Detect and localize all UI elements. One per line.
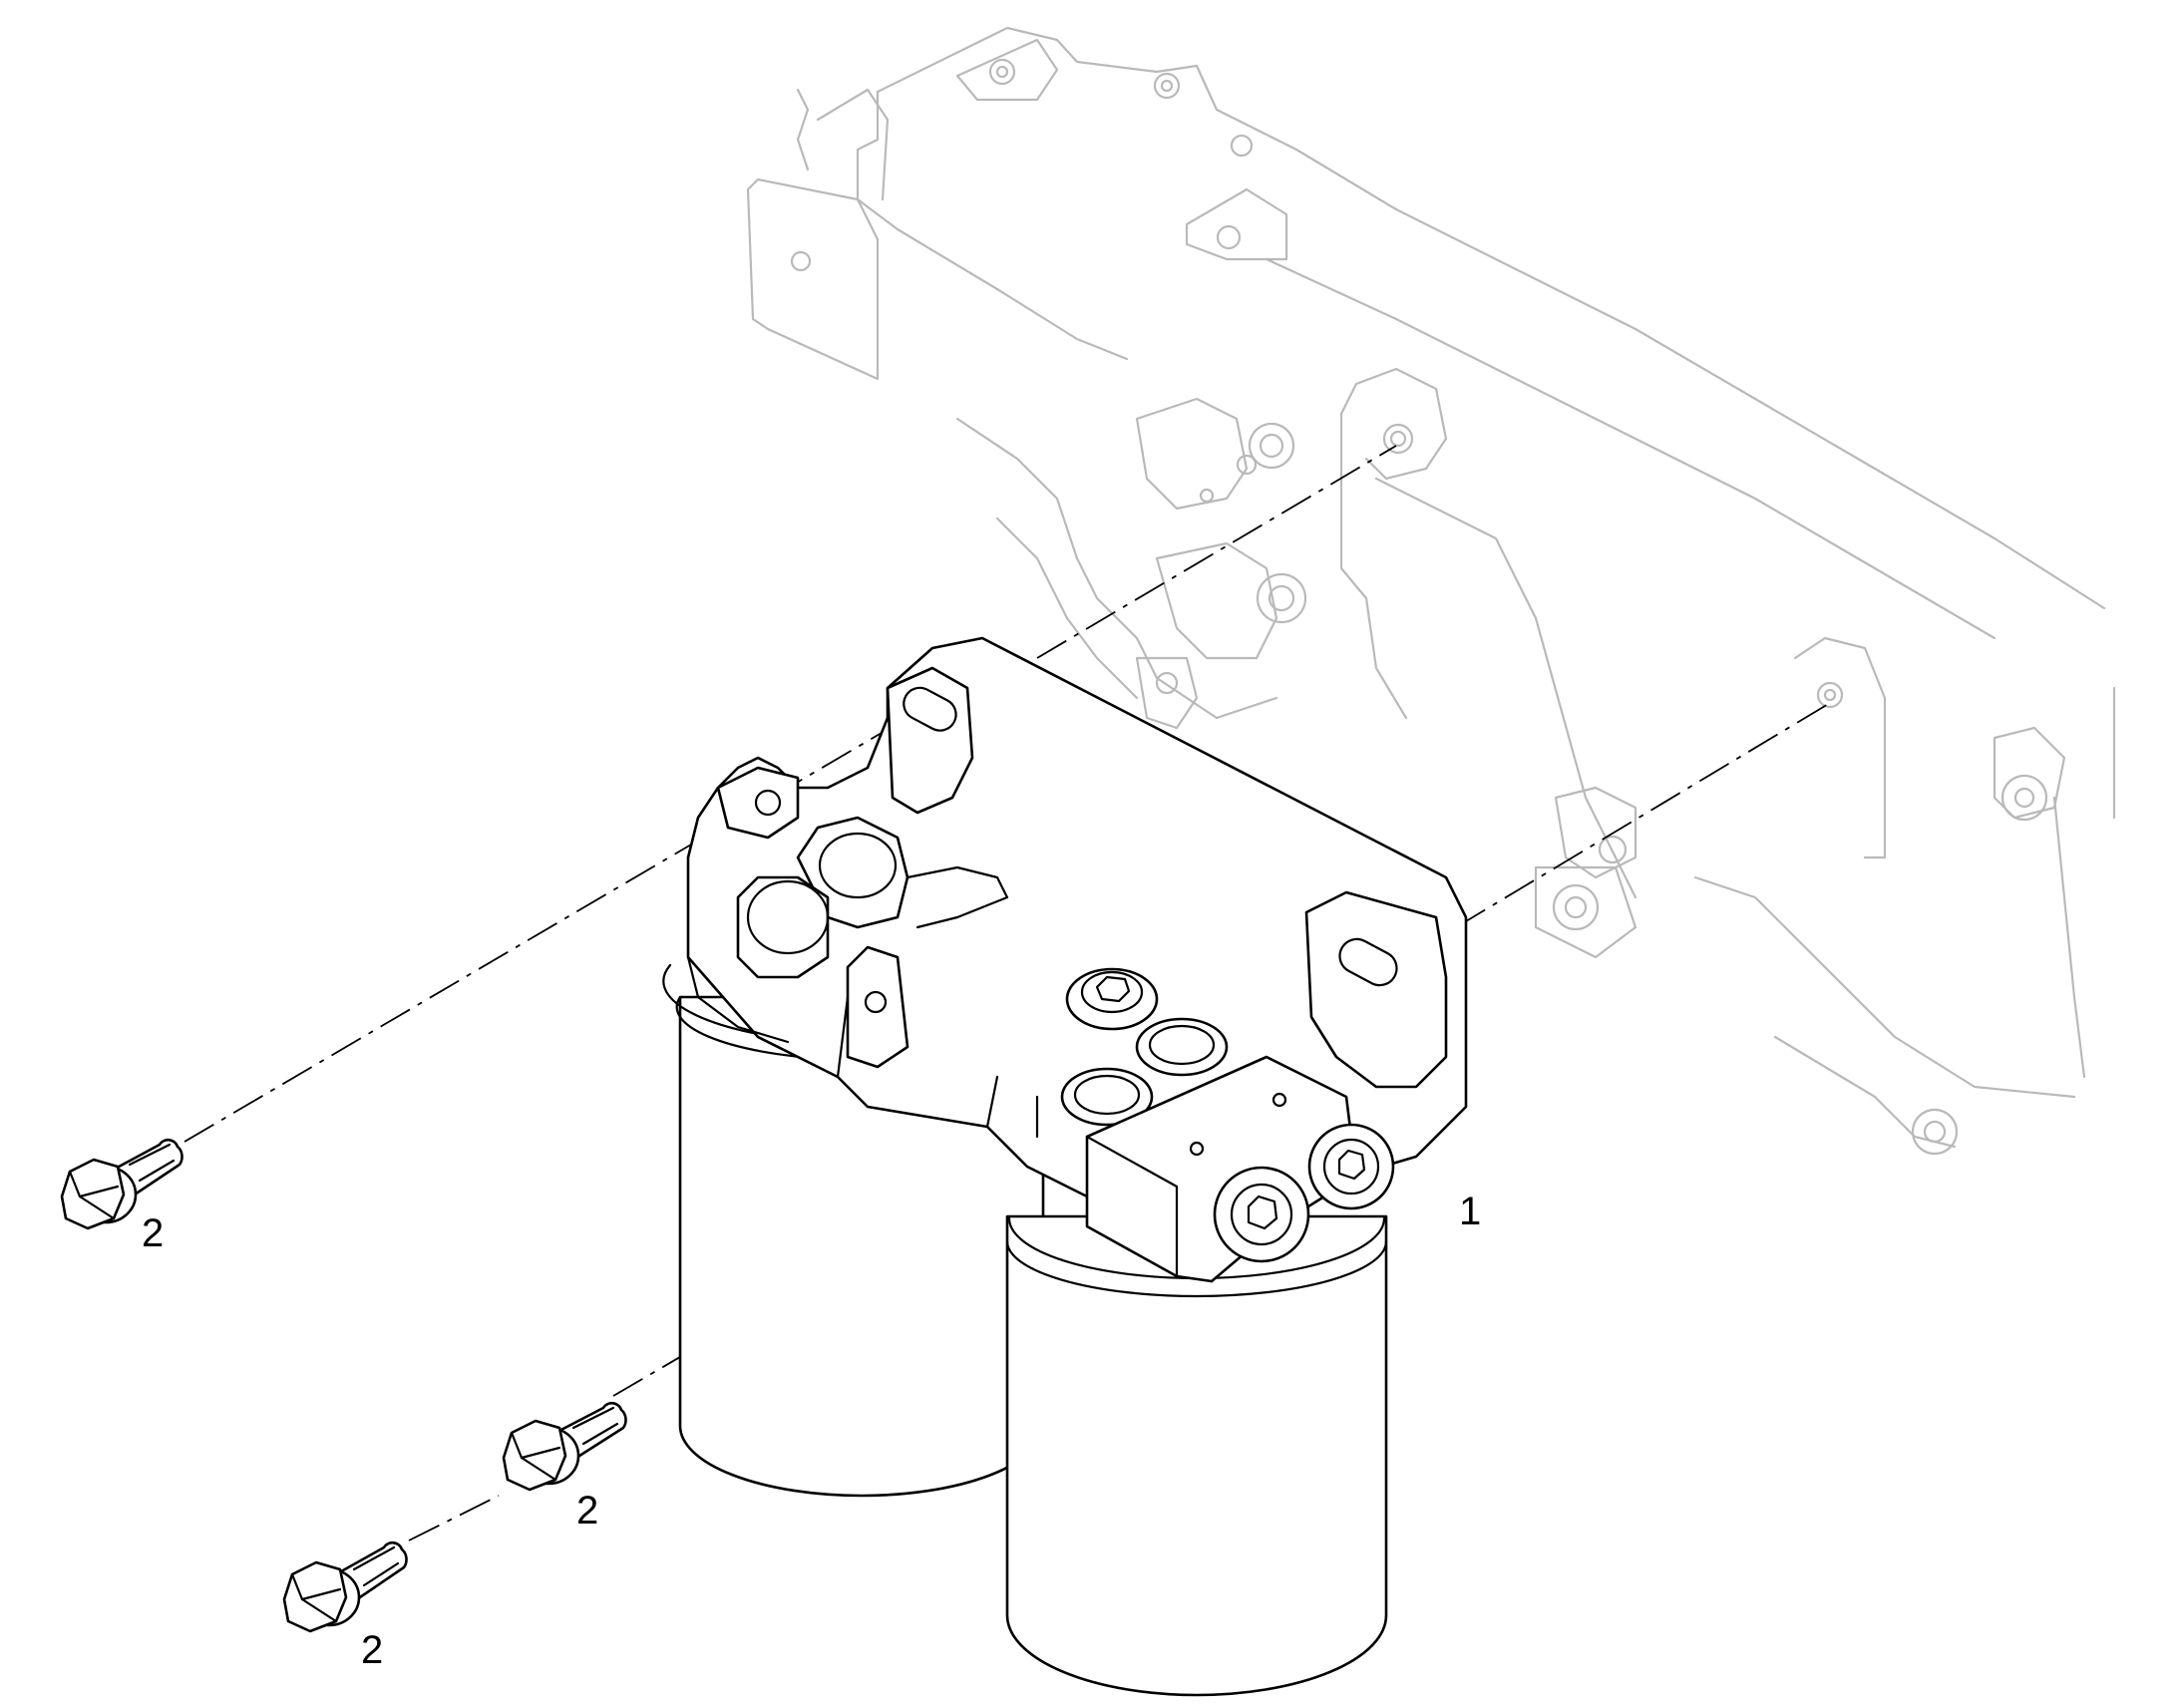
- centerline-upper-left-bolt: [183, 705, 928, 1143]
- callout-bolt-lower-left: 2: [361, 1628, 383, 1672]
- hex-socket-plug: [1065, 967, 1159, 1031]
- callout-bolt-upper-left: 2: [142, 1211, 164, 1255]
- centerline-right-manifold: [1455, 702, 1831, 928]
- centerline-upper-manifold: [1036, 445, 1397, 659]
- filter-canister-front: [1005, 1214, 1388, 1697]
- bolt-upper-left: [60, 1138, 183, 1230]
- valve-block: [1085, 1055, 1395, 1283]
- engine-manifold-ghost: [746, 26, 2116, 1156]
- callout-bolt-middle: 2: [576, 1489, 598, 1533]
- ports: [1060, 1017, 1229, 1127]
- centerline-lower-bolt: [408, 1495, 500, 1541]
- bolt-middle: [502, 1401, 627, 1492]
- callout-filter-assembly: 1: [1459, 1190, 1481, 1233]
- fuel-filter-assembly: [662, 636, 1468, 1697]
- bolt-lower-left: [282, 1540, 408, 1633]
